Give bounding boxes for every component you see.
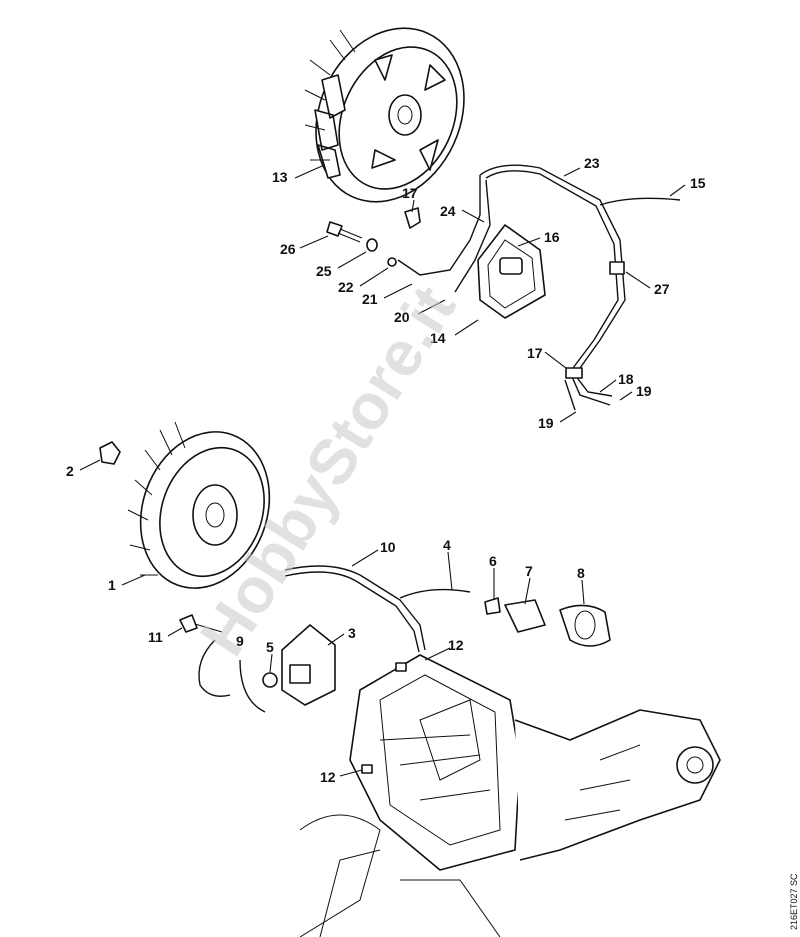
callout-12-lower: 12 xyxy=(320,769,336,785)
callout-16: 16 xyxy=(544,229,560,245)
callout-5: 5 xyxy=(266,639,274,655)
callout-6: 6 xyxy=(489,553,497,569)
screw-and-washer xyxy=(326,221,378,252)
callouts: 13 17 24 26 25 22 21 20 14 16 23 15 27 1… xyxy=(66,155,706,785)
callout-26: 26 xyxy=(280,241,296,257)
callout-2: 2 xyxy=(66,463,74,479)
callout-3: 3 xyxy=(348,625,356,641)
drawing-reference: 216ET027 SC xyxy=(789,873,799,930)
callout-27: 27 xyxy=(654,281,670,297)
callout-12-upper: 12 xyxy=(448,637,464,653)
callout-13: 13 xyxy=(272,169,288,185)
callout-17-upper: 17 xyxy=(402,185,418,201)
callout-24: 24 xyxy=(440,203,456,219)
engine-housing xyxy=(299,654,721,937)
callout-25: 25 xyxy=(316,263,332,279)
callout-8: 8 xyxy=(577,565,585,581)
callout-19-left: 19 xyxy=(538,415,554,431)
callout-21: 21 xyxy=(362,291,378,307)
upper-flywheel xyxy=(304,27,465,203)
callout-19-right: 19 xyxy=(636,383,652,399)
callout-20: 20 xyxy=(394,309,410,325)
callout-23: 23 xyxy=(584,155,600,171)
callout-22: 22 xyxy=(338,279,354,295)
callout-15: 15 xyxy=(690,175,706,191)
lower-ignition-parts xyxy=(179,565,611,713)
callout-14: 14 xyxy=(430,330,446,346)
callout-9: 9 xyxy=(236,633,244,649)
callout-10: 10 xyxy=(380,539,396,555)
lower-flywheel xyxy=(99,421,271,589)
callout-1: 1 xyxy=(108,577,116,593)
leader-lines xyxy=(79,165,686,777)
callout-17-lower: 17 xyxy=(527,345,543,361)
callout-7: 7 xyxy=(525,563,533,579)
callout-18: 18 xyxy=(618,371,634,387)
upper-ignition-module xyxy=(387,164,681,411)
callout-4: 4 xyxy=(443,537,451,553)
callout-11: 11 xyxy=(148,629,163,645)
